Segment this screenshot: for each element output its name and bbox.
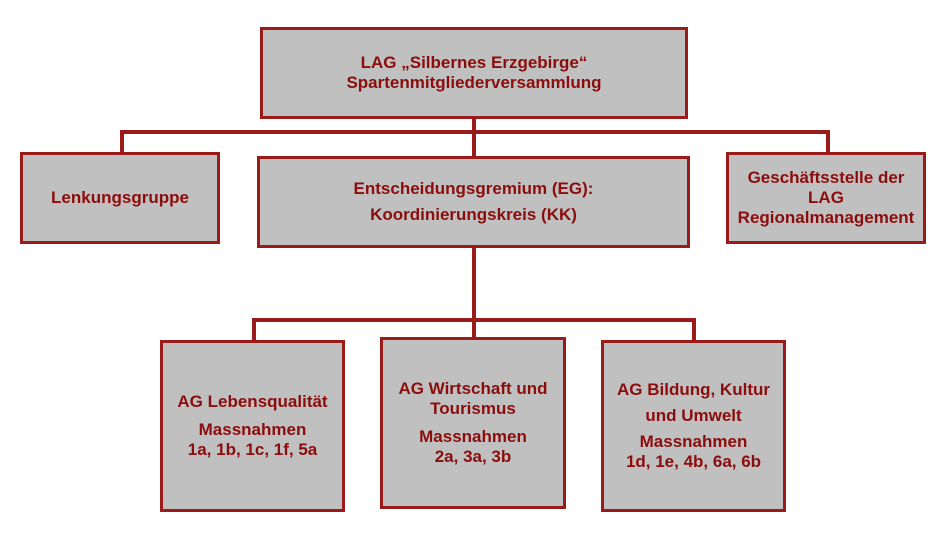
ag3-measures-label: Massnahmen (639, 432, 748, 451)
box-geschaeftsstelle-line2: LAG (808, 188, 844, 207)
ag3-title-line1: AG Bildung, Kultur (617, 380, 770, 399)
connector-top-down (472, 118, 476, 132)
box-ag-wirtschaft-tourismus: AG Wirtschaft und Tourismus Massnahmen 2… (380, 337, 566, 509)
box-ag-bildung-kultur-umwelt: AG Bildung, Kultur und Umwelt Massnahmen… (601, 340, 786, 512)
ag2-title-line2: Tourismus (430, 399, 516, 418)
box-lenkungsgruppe-label: Lenkungsgruppe (51, 188, 189, 207)
ag2-measures-label: Massnahmen (419, 427, 527, 446)
ag2-measures: 2a, 3a, 3b (434, 447, 512, 466)
ag2-title-line1: AG Wirtschaft und (398, 379, 548, 398)
connector-to-gs (826, 130, 830, 154)
connector-to-ag1 (252, 318, 256, 342)
box-geschaeftsstelle: Geschäftsstelle der LAG Regionalmanageme… (726, 152, 926, 244)
connector-to-lenkung (120, 130, 124, 154)
box-geschaeftsstelle-line1: Geschäftsstelle der (747, 168, 905, 187)
box-entscheidungsgremium-line1: Entscheidungsgremium (EG): (353, 179, 594, 198)
ag1-measures: 1a, 1b, 1c, 1f, 5a (187, 440, 318, 459)
box-geschaeftsstelle-line3: Regionalmanagement (737, 208, 915, 227)
box-entscheidungsgremium: Entscheidungsgremium (EG): Koordinierung… (257, 156, 690, 248)
ag1-title: AG Lebensqualität (177, 392, 328, 411)
box-lenkungsgruppe: Lenkungsgruppe (20, 152, 220, 244)
box-mitgliederversammlung-line1: LAG „Silbernes Erzgebirge“ (360, 53, 588, 72)
connector-to-ag3 (692, 318, 696, 342)
connector-eg-down (472, 246, 476, 322)
box-ag-lebensqualitaet: AG Lebensqualität Massnahmen 1a, 1b, 1c,… (160, 340, 345, 512)
box-mitgliederversammlung: LAG „Silbernes Erzgebirge“ Spartenmitgli… (260, 27, 688, 119)
connector-to-eg (472, 130, 476, 158)
box-entscheidungsgremium-line2: Koordinierungskreis (KK) (370, 205, 577, 224)
connector-to-ag2 (472, 318, 476, 340)
ag3-measures: 1d, 1e, 4b, 6a, 6b (625, 452, 762, 471)
ag3-title-line2: und Umwelt (645, 406, 742, 425)
ag1-measures-label: Massnahmen (198, 420, 307, 439)
box-mitgliederversammlung-line2: Spartenmitgliederversammlung (346, 73, 602, 92)
